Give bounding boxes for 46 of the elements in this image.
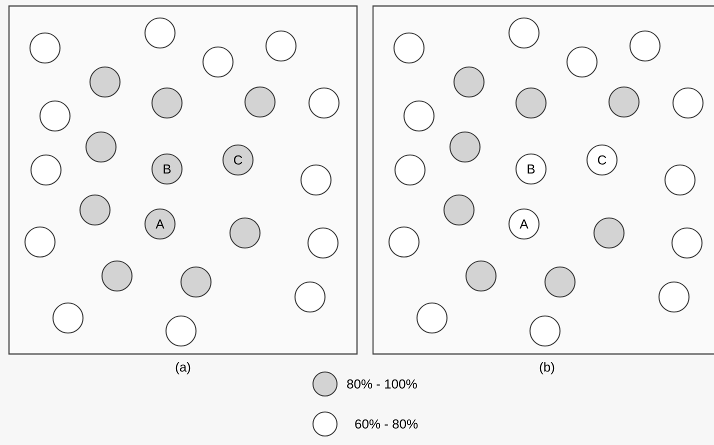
circle [394, 154, 426, 186]
circle [202, 46, 234, 78]
circle [89, 66, 121, 98]
circle [672, 87, 704, 119]
circle [229, 217, 261, 249]
circle [307, 227, 339, 259]
circle [443, 194, 475, 226]
circle [593, 217, 625, 249]
circle [39, 100, 71, 132]
circle [658, 281, 690, 313]
circle [465, 260, 497, 292]
circle [629, 30, 661, 62]
circle [85, 131, 117, 163]
circle [244, 86, 276, 118]
circle [165, 315, 197, 347]
circle [101, 260, 133, 292]
circle [566, 46, 598, 78]
circle [453, 66, 485, 98]
circle [30, 154, 62, 186]
circle [52, 302, 84, 334]
circle [393, 32, 425, 64]
circle [308, 87, 340, 119]
circle [416, 302, 448, 334]
circle [529, 315, 561, 347]
node-label: (b) [540, 362, 554, 374]
circle [265, 30, 297, 62]
circle [515, 87, 547, 119]
node-label: (a) [176, 362, 190, 374]
circle [144, 17, 176, 49]
circle [544, 266, 576, 298]
circle [403, 100, 435, 132]
circle [388, 226, 420, 258]
circle [664, 164, 696, 196]
circle [151, 87, 183, 119]
circle [79, 194, 111, 226]
legend-label: 60% - 80% [355, 419, 418, 429]
circle [294, 281, 326, 313]
circle [300, 164, 332, 196]
legend-label: 80% - 100% [347, 379, 417, 389]
circle [29, 32, 61, 64]
circle [180, 266, 212, 298]
circle [449, 131, 481, 163]
circle [508, 17, 540, 49]
circle [24, 226, 56, 258]
circle [608, 86, 640, 118]
circle [671, 227, 703, 259]
